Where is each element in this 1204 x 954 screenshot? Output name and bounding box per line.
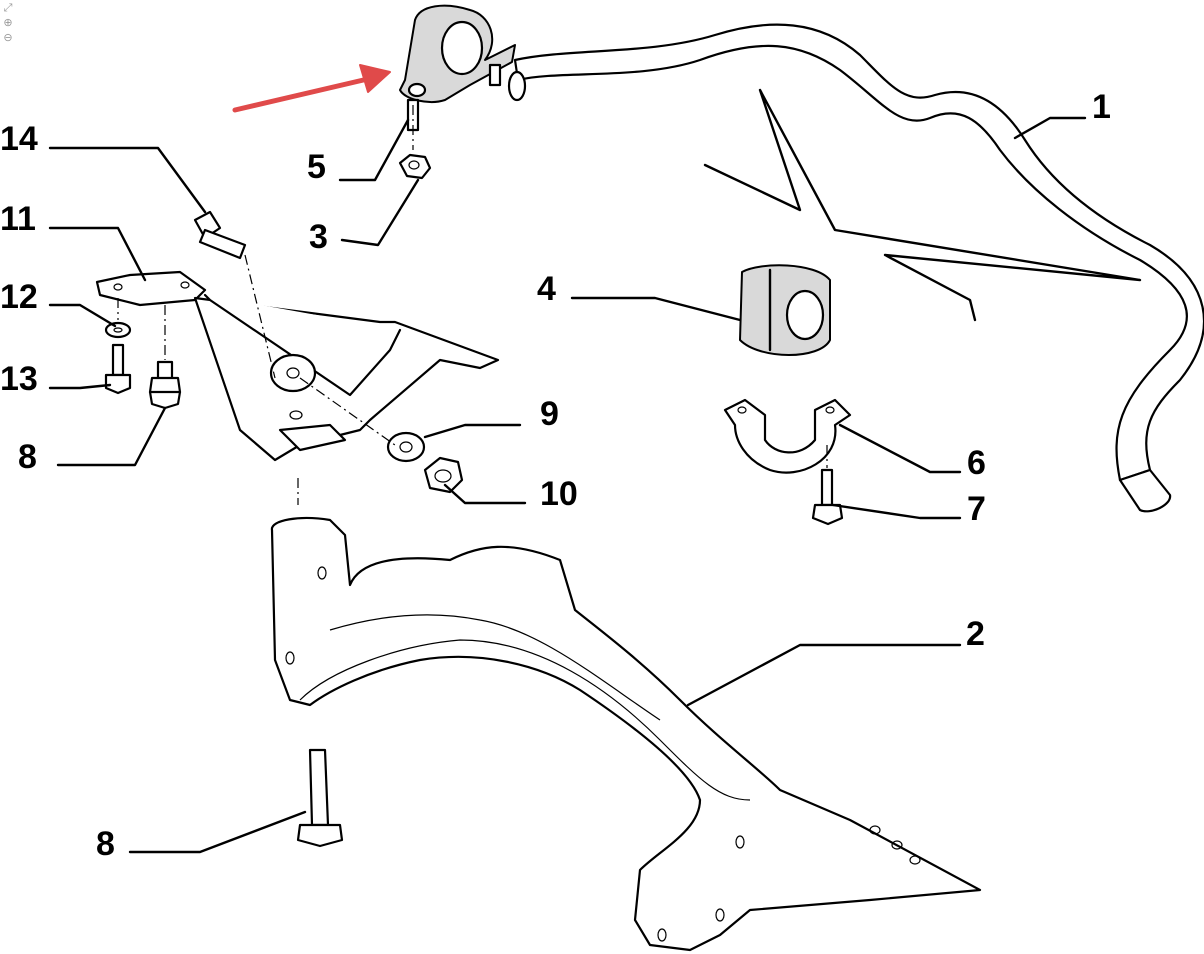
support-bracket-assembly — [95, 270, 500, 462]
callout-1: 1 — [1092, 88, 1111, 126]
fit-to-window-icon[interactable]: ⤢ — [3, 2, 13, 14]
nut-part-3 — [398, 153, 432, 180]
washer-part-9 — [386, 431, 426, 463]
zoom-out-icon[interactable]: ⊖ — [3, 32, 13, 44]
clamp-part-6 — [723, 398, 852, 474]
callout-7: 7 — [967, 490, 986, 528]
callout-8-lower: 8 — [96, 825, 115, 863]
callout-10: 10 — [540, 475, 578, 513]
viewer-toolbar: ⤢ ⊕ ⊖ — [2, 2, 18, 47]
bolt-part-14 — [193, 210, 247, 260]
subframe-part-2 — [270, 516, 982, 952]
callout-8-upper: 8 — [18, 438, 37, 476]
bolt-part-8-lower — [296, 748, 344, 848]
callout-labels: 1 2 3 4 5 6 7 8 8 9 10 11 12 13 14 — [0, 88, 1111, 863]
bolt-part-7 — [811, 468, 844, 526]
callout-3: 3 — [309, 218, 328, 256]
callout-5: 5 — [307, 148, 326, 186]
stabilizer-bar — [507, 23, 1204, 513]
washer-part-12 — [104, 321, 132, 339]
callout-14: 14 — [0, 120, 38, 158]
callout-13: 13 — [0, 360, 38, 398]
callout-4: 4 — [537, 270, 556, 308]
callout-12: 12 — [0, 278, 38, 316]
callout-11: 11 — [0, 200, 36, 238]
leader-lines — [48, 116, 1087, 854]
bushing-part-4 — [739, 264, 831, 356]
highlight-arrow — [232, 64, 391, 113]
callout-2: 2 — [966, 615, 985, 653]
zoom-in-icon[interactable]: ⊕ — [3, 17, 13, 29]
assembly-axis-line — [244, 254, 276, 379]
stud-part-8-upper — [148, 360, 182, 410]
nut-part-10 — [423, 456, 464, 494]
mounting-bracket-part-5 — [399, 4, 516, 132]
callout-9: 9 — [540, 395, 559, 433]
callout-6: 6 — [967, 444, 986, 482]
